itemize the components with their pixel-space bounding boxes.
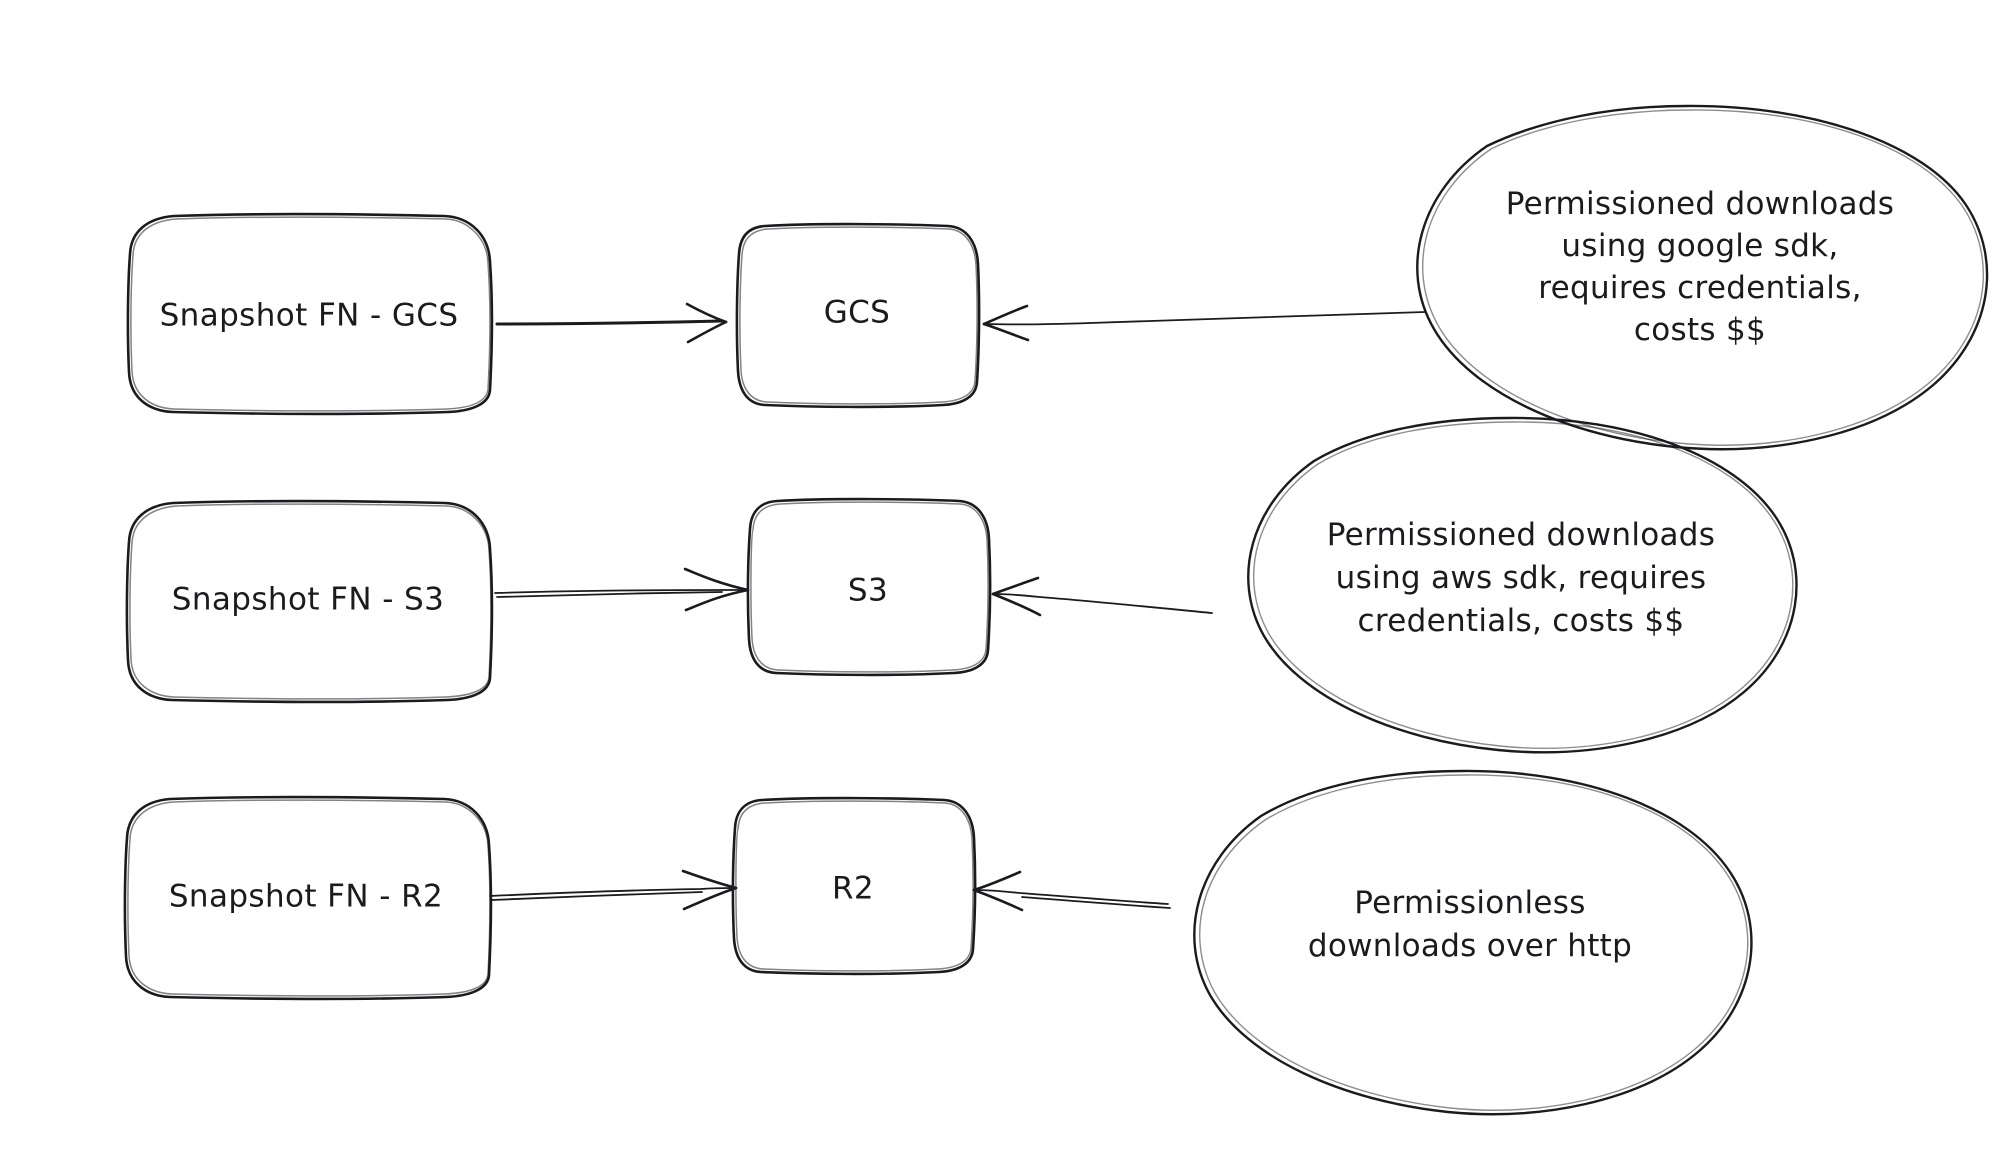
- note-line-gcs-2: using google sdk,: [1561, 228, 1838, 264]
- row-r2: Snapshot FN - R2 R2: [123, 769, 1753, 1116]
- node-label-snapshot-fn-r2: Snapshot FN - R2: [169, 879, 443, 915]
- note-line-gcs-1: Permissioned downloads: [1506, 186, 1894, 222]
- node-r2[interactable]: R2: [731, 796, 977, 976]
- note-line-s3-1: Permissioned downloads: [1327, 517, 1715, 553]
- note-ellipse-s3[interactable]: Permissioned downloads using aws sdk, re…: [1247, 416, 1798, 754]
- note-ellipse-r2[interactable]: Permissionless downloads over http: [1193, 769, 1753, 1116]
- row-gcs: Snapshot FN - GCS GCS: [126, 104, 1989, 451]
- node-label-r2: R2: [832, 871, 874, 907]
- node-label-snapshot-fn-s3: Snapshot FN - S3: [172, 582, 445, 618]
- note-ellipse-gcs[interactable]: Permissioned downloads using google sdk,…: [1416, 104, 1989, 451]
- node-label-s3: S3: [848, 573, 888, 609]
- node-snapshot-fn-s3[interactable]: Snapshot FN - S3: [125, 499, 494, 704]
- arrow-note-s3-to-s3: [991, 576, 1213, 617]
- note-line-gcs-3: requires credentials,: [1538, 270, 1861, 306]
- arrow-snapshot-r2-to-r2: [489, 869, 738, 911]
- node-label-gcs: GCS: [824, 295, 891, 331]
- node-gcs[interactable]: GCS: [735, 222, 981, 409]
- note-line-r2-1: Permissionless: [1354, 885, 1585, 921]
- node-snapshot-fn-r2[interactable]: Snapshot FN - R2: [123, 795, 493, 1001]
- row-s3: Snapshot FN - S3 S3: [125, 416, 1798, 754]
- node-snapshot-fn-gcs[interactable]: Snapshot FN - GCS: [126, 212, 494, 416]
- note-line-s3-2: using aws sdk, requires: [1336, 560, 1707, 596]
- arrow-note-gcs-to-gcs: [982, 304, 1426, 342]
- arrow-note-r2-to-r2: [972, 870, 1171, 912]
- note-line-gcs-4: costs $$: [1634, 312, 1766, 348]
- note-line-s3-3: credentials, costs $$: [1358, 603, 1685, 639]
- note-line-r2-2: downloads over http: [1308, 928, 1632, 964]
- arrow-snapshot-gcs-to-gcs: [495, 302, 728, 344]
- node-s3[interactable]: S3: [746, 497, 992, 677]
- arrow-snapshot-s3-to-s3: [494, 567, 750, 612]
- node-label-snapshot-fn-gcs: Snapshot FN - GCS: [160, 298, 459, 334]
